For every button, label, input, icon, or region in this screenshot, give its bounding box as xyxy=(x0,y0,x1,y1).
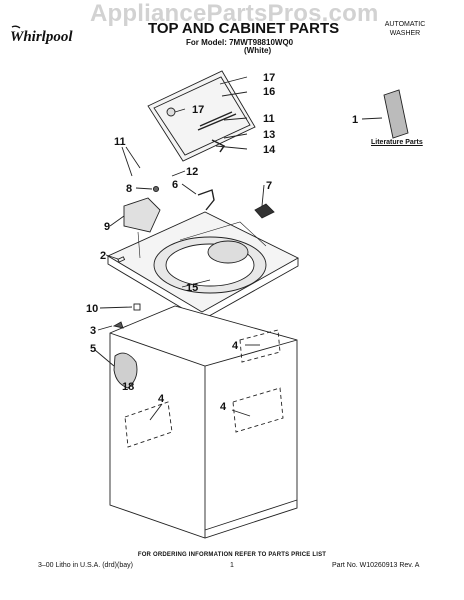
hinge xyxy=(197,189,215,211)
callout-8: 8 xyxy=(126,183,132,195)
callout-4b: 4 xyxy=(158,393,165,405)
callout-5: 5 xyxy=(90,343,96,355)
callout-2: 2 xyxy=(100,250,106,262)
callout-10: 10 xyxy=(86,303,98,315)
callout-4a: 4 xyxy=(232,340,239,352)
footer-part-number: Part No. W10260913 Rev. A xyxy=(332,562,420,569)
callout-6: 6 xyxy=(172,179,178,191)
clip xyxy=(133,303,141,311)
literature-parts-label: Literature Parts xyxy=(371,139,423,146)
callout-3: 3 xyxy=(90,325,96,337)
callout-16: 16 xyxy=(263,86,275,98)
callout-17a: 17 xyxy=(263,72,275,84)
footer-litho: 3–00 Litho in U.S.A. (drd)(bay) xyxy=(38,562,133,569)
callout-1: 1 xyxy=(352,114,358,126)
footer-page-number: 1 xyxy=(230,562,234,569)
cabinet-backing xyxy=(113,352,138,389)
callout-17b: 17 xyxy=(192,104,204,116)
logo-swoosh xyxy=(11,25,21,29)
lid-assembly xyxy=(147,70,256,162)
callout-11a: 11 xyxy=(263,113,275,125)
whirlpool-logo: Whirlpool xyxy=(10,24,120,46)
product-type: AUTOMATIC WASHER xyxy=(376,20,434,38)
callout-12: 12 xyxy=(186,166,198,178)
screw xyxy=(152,185,160,193)
page-title: TOP AND CABINET PARTS xyxy=(148,20,340,37)
color-variant: (White) xyxy=(244,46,272,55)
logo-wordmark: Whirlpool xyxy=(10,29,73,45)
hinge-cover xyxy=(254,203,275,219)
callout-15: 15 xyxy=(186,282,198,294)
product-type-line2: WASHER xyxy=(389,30,421,37)
spring-clip xyxy=(112,321,124,329)
bracket xyxy=(123,197,161,233)
callout-4c: 4 xyxy=(220,401,227,413)
product-type-line1: AUTOMATIC xyxy=(384,21,426,28)
literature-booklet xyxy=(383,89,409,139)
watermark: AppliancePartsPros.com xyxy=(90,0,379,27)
callout-14: 14 xyxy=(263,144,276,156)
callout-9: 9 xyxy=(104,221,110,233)
cabinet-body xyxy=(109,305,298,539)
model-number: For Model: 7MWT98810WQ0 xyxy=(186,38,294,47)
callout-13: 13 xyxy=(263,129,275,141)
callout-11b: 11 xyxy=(114,136,126,148)
ordering-notice: FOR ORDERING INFORMATION REFER TO PARTS … xyxy=(137,552,327,558)
callout-18: 18 xyxy=(122,381,134,393)
callout-7: 7 xyxy=(266,180,272,192)
